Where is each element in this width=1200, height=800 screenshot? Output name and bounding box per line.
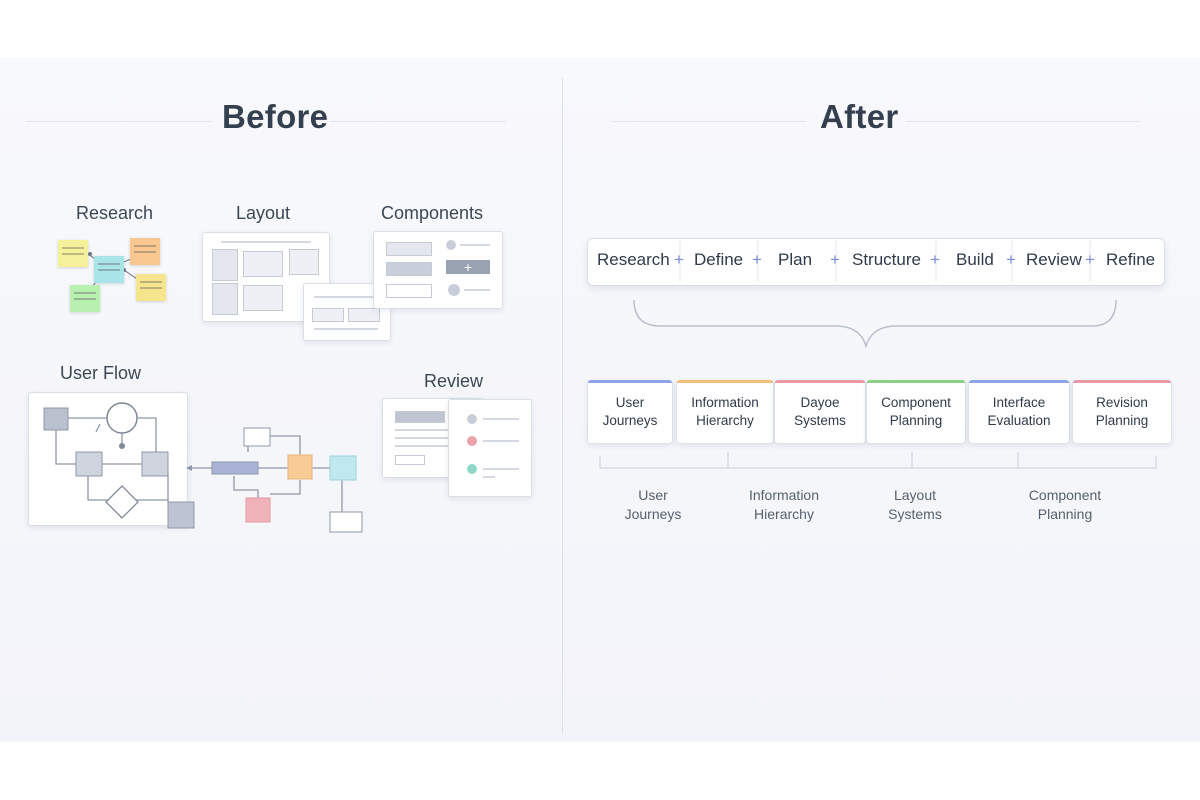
card-accent-bar [969,380,1069,383]
before-title: Before [222,98,329,135]
component-avatar-dot [446,240,456,250]
card-accent-bar [677,380,773,383]
plus-icon: + [830,250,840,269]
sub-label-user-journeys: User Journeys [624,487,682,522]
overlay-block [312,308,344,322]
check-line [483,440,519,442]
component-field [386,284,432,298]
component-avatar-dot [448,284,460,296]
overlay-line [314,296,378,298]
add-icon: + [446,260,490,274]
pipeline-card-label: Interface Evaluation [987,395,1051,428]
card-accent-bar [588,380,672,383]
pipeline-card-label: Revision Planning [1095,395,1149,428]
step-refine: Refine [1106,250,1156,269]
check-dot [467,414,477,424]
plus-icon: + [1085,250,1095,269]
pipeline-card-label: User Journeys [602,395,658,428]
wireframe-grid [243,285,283,311]
sticky-note [70,285,100,312]
after-title-rule-left [612,121,806,122]
check-line [483,418,519,420]
sticky-note [94,256,124,283]
sticky-note [130,238,160,265]
research-label: Research [76,203,154,223]
before-title-rule-left [26,121,212,122]
wireframe-header-line [221,241,311,243]
pipeline-card-information-hierarchy: Information Hierarchy [676,380,774,444]
sticky-note [136,274,166,301]
card-accent-bar [1073,380,1171,383]
check-dot [467,436,477,446]
after-title: After [820,98,899,135]
overlay-line [314,328,378,330]
step-define: Define [694,250,744,269]
sub-label-layout-systems: Layout Systems [888,487,942,522]
pipeline-card-label: Component Planning [881,395,951,428]
step-research: Research [597,250,670,269]
card-accent-bar [867,380,965,383]
panel-divider [562,78,563,734]
pipeline-card-component-planning: Component Planning [866,380,966,444]
step-review: Review [1026,250,1082,269]
review-label: Review [424,371,484,391]
components-label: Components [381,203,484,223]
review-heading [395,411,445,423]
pipeline-card-dayoe-systems: Dayoe Systems [774,380,866,444]
plus-icon: + [674,250,684,269]
component-input [386,242,432,256]
wireframe-block [289,249,319,275]
check-line [483,468,519,470]
pipeline-card-interface-evaluation: Interface Evaluation [968,380,1070,444]
wireframe-block [212,249,238,281]
pipeline-card-label: Information Hierarchy [691,395,759,428]
pipeline-card-user-journeys: User Journeys [587,380,673,444]
sticky-note [58,240,88,267]
check-dot [467,464,477,474]
review-line [395,437,457,439]
after-title-rule-right [906,121,1140,122]
review-checklist-card [448,399,532,497]
card-accent-bar [775,380,865,383]
review-line [395,429,457,431]
step-build: Build [956,250,994,269]
pipeline-card-revision-planning: Revision Planning [1072,380,1172,444]
check-line [483,476,495,478]
overlay-block [348,308,380,322]
plus-icon: + [930,250,940,269]
component-button [386,262,432,276]
wireframe-block [212,283,238,315]
process-steps-bar [587,238,1165,286]
components-card: + [373,231,503,309]
step-structure: Structure [852,250,921,269]
review-line [395,445,457,447]
before-title-rule-right [330,121,506,122]
plus-icon: + [752,250,762,269]
component-line [460,244,490,246]
component-line [464,289,490,291]
step-plan: Plan [778,250,813,269]
sub-label-information-hierarchy: Information Hierarchy [748,487,820,522]
layout-label: Layout [236,203,291,223]
wireframe-grid [243,251,283,277]
sub-label-component-planning: Component Planning [1028,487,1102,522]
user-flow-label: User Flow [60,363,142,383]
pipeline-card-label: Dayoe Systems [794,395,846,428]
review-field [395,455,425,465]
plus-icon: + [1006,250,1016,269]
